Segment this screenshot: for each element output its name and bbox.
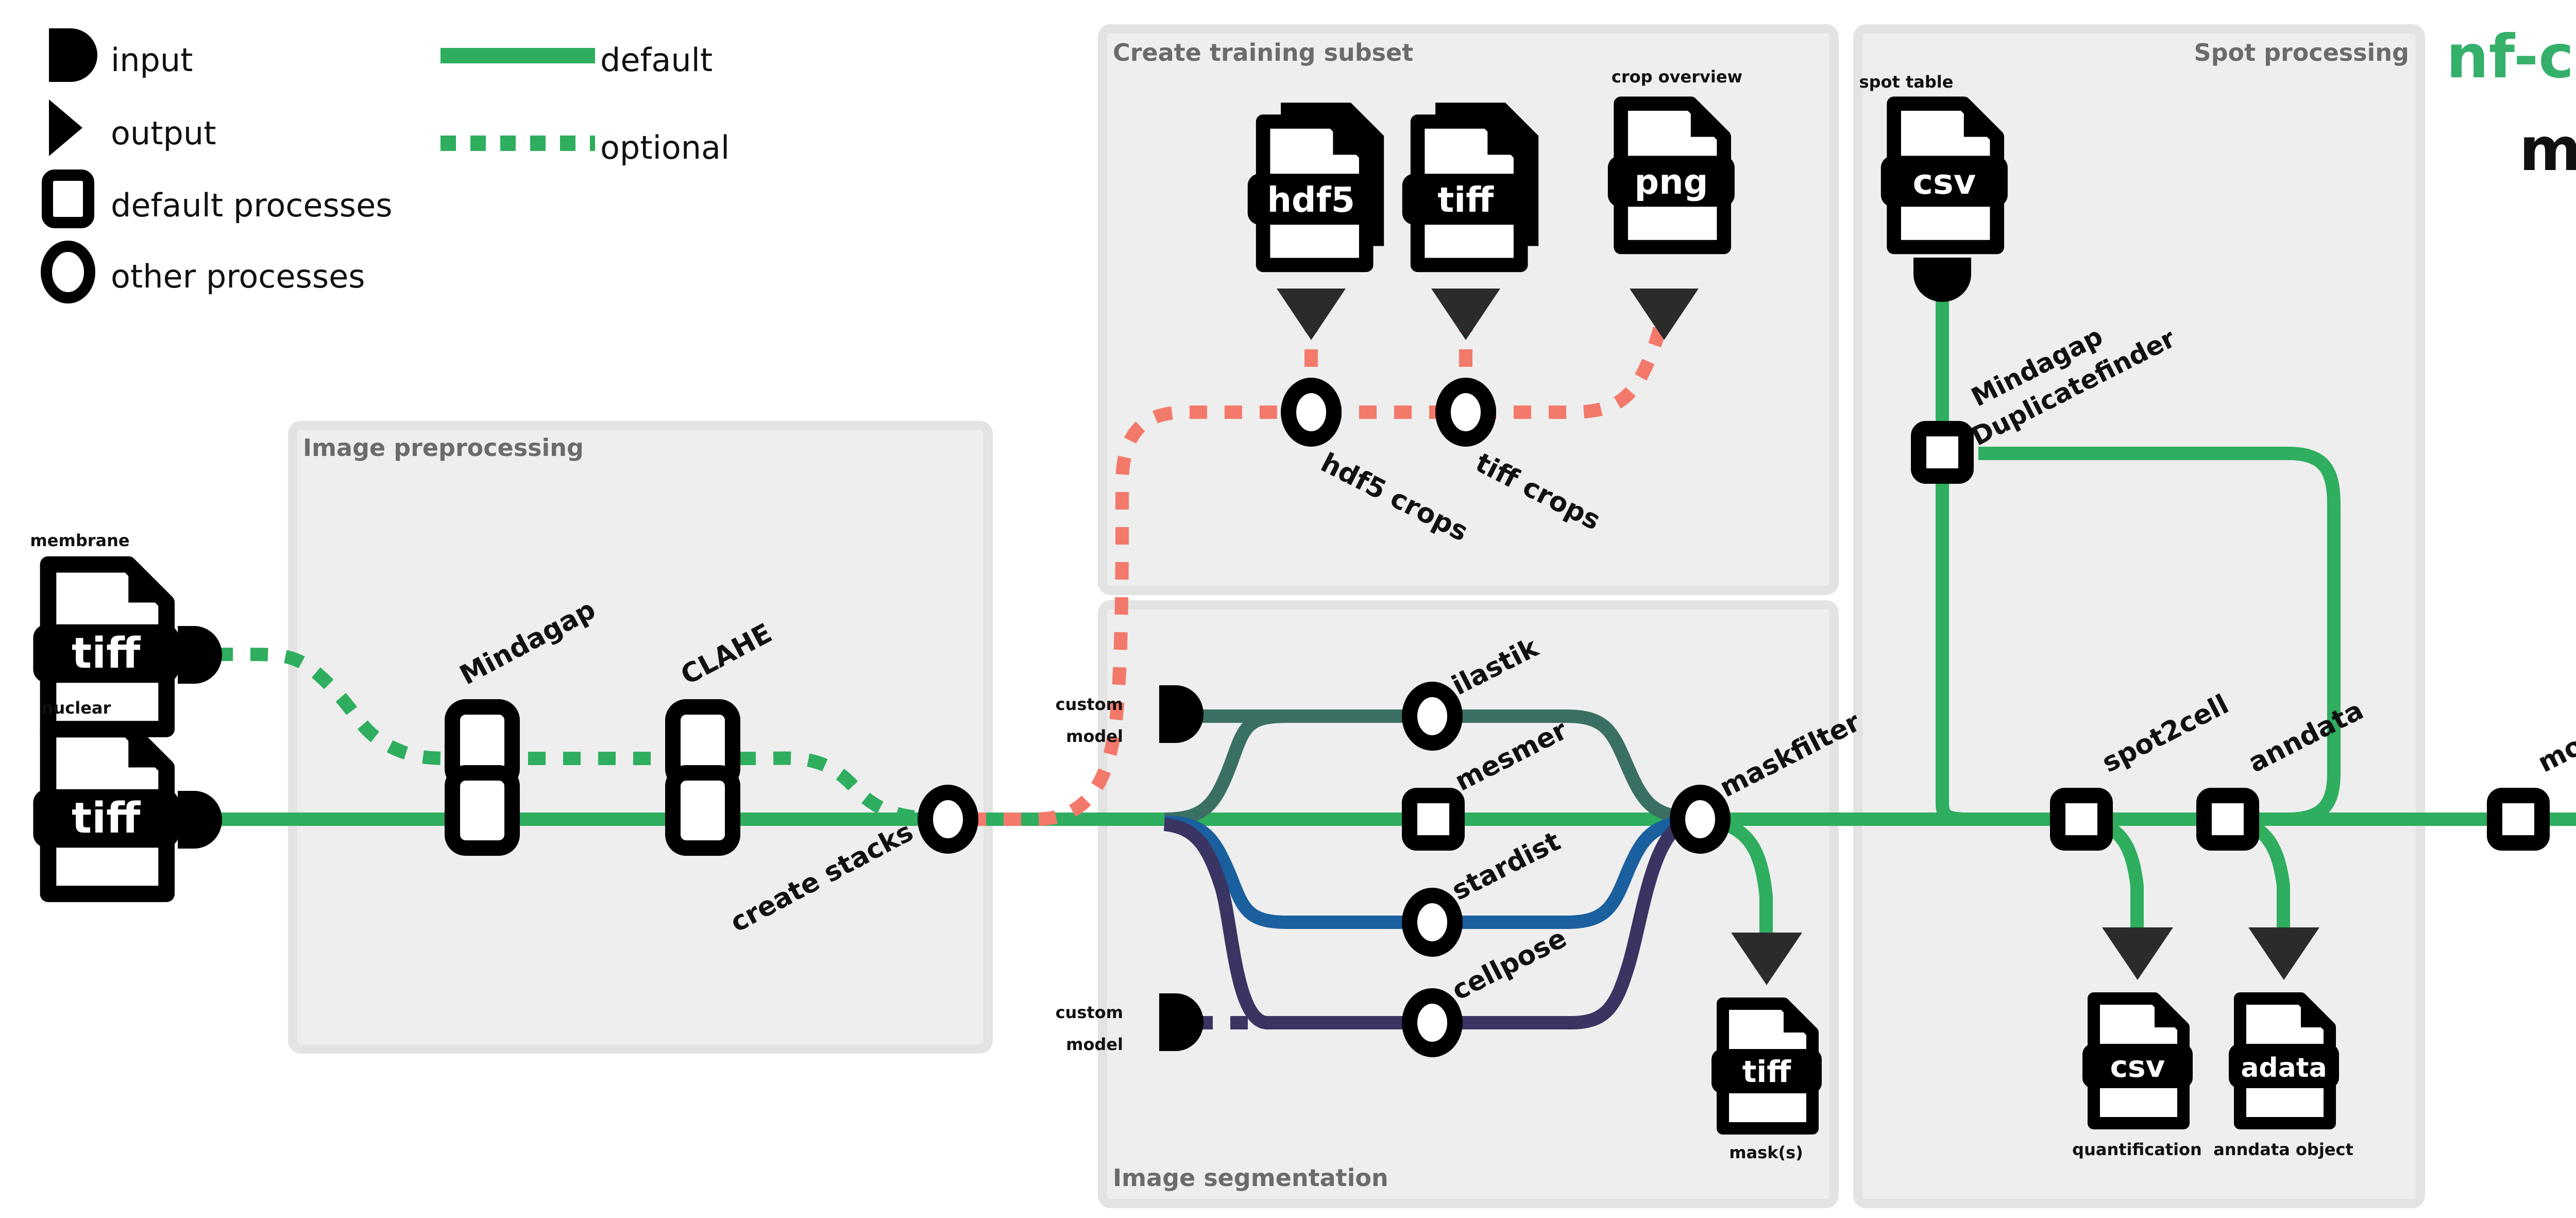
ilastik-custom-model-label-2: model [1066, 726, 1123, 746]
anndata-object-output[interactable]: adata anndata object [2213, 927, 2353, 1159]
process-node-anndata[interactable] [2196, 788, 2259, 851]
legend-label-optional: optional [600, 129, 730, 166]
process-node-hdf5-crops[interactable] [1281, 378, 1342, 447]
membrane-input-port-icon [178, 626, 222, 684]
circle-process-icon [41, 241, 95, 303]
output-arrow-icon [1731, 933, 1802, 985]
file-type-label: hdf5 [1267, 180, 1355, 220]
input-port-icon [49, 28, 97, 82]
crop-overview-png-output[interactable]: png [1607, 96, 1735, 340]
edge-duplicatefinder-to-anndata [1978, 447, 2341, 826]
output-arrow-icon [2102, 927, 2173, 980]
file-type-label: tiff [72, 794, 141, 843]
spot-table-csv-input[interactable]: csv [1880, 96, 2008, 302]
edge-maskfilter-to-masks [1723, 818, 1773, 933]
output-arrow-icon [1431, 289, 1500, 340]
edge-stardist-branch [1164, 815, 1691, 929]
crop-overview-caption: crop overview [1612, 67, 1742, 87]
process-label-molkartqc: molkartqc [2533, 682, 2576, 779]
spot-table-caption: spot table [1859, 72, 1954, 92]
logo-org-text: nf-core [2446, 22, 2576, 92]
file-type-label: adata [2241, 1053, 2327, 1084]
legend-output-row: output [49, 99, 216, 156]
output-arrow-icon [2248, 927, 2319, 980]
legend-label-default-processes: default processes [111, 187, 393, 224]
panel-title-spot-processing: Spot processing [2194, 39, 2409, 66]
process-node-mesmer[interactable] [1402, 788, 1465, 851]
tiff-crops-output[interactable]: tiff [1402, 103, 1539, 340]
legend-label-other-processes: other processes [111, 258, 365, 295]
panel-title-training-subset: Create training subset [1113, 39, 1413, 66]
output-arrow-icon [1277, 289, 1346, 340]
legend: input output default processes other pro… [41, 28, 730, 303]
process-node-spot2cell[interactable] [2050, 788, 2113, 851]
legend-other-process-row: other processes [41, 241, 365, 303]
membrane-tiff-input[interactable]: tiff [33, 556, 179, 737]
nuclear-input-port-icon [178, 791, 222, 849]
ilastik-custom-model-label-1: custom [1056, 695, 1123, 714]
file-type-label: png [1634, 162, 1708, 202]
legend-default-process-row: default processes [42, 170, 393, 228]
logo-pipeline-text: molkart [2519, 115, 2576, 184]
process-node-maskfilter[interactable] [1670, 785, 1731, 854]
file-type-label: tiff [1437, 180, 1494, 220]
file-type-label: csv [1912, 162, 1976, 202]
process-node-clahe[interactable] [665, 699, 740, 856]
quantification-output-caption: quantification [2072, 1140, 2202, 1159]
process-node-cellpose[interactable] [1402, 988, 1463, 1057]
square-process-icon [42, 170, 94, 228]
process-node-mindagap[interactable] [445, 699, 520, 856]
cellpose-custom-model-label-2: model [1066, 1035, 1123, 1054]
file-type-label: tiff [72, 629, 141, 678]
process-node-stardist[interactable] [1402, 888, 1463, 957]
output-arrow-icon [1630, 289, 1699, 340]
panel-title-segmentation: Image segmentation [1113, 1164, 1388, 1192]
membrane-input-caption: membrane [30, 531, 129, 550]
edge-ilastik-branch [1164, 709, 1691, 826]
quantification-csv-output[interactable]: csv quantification [2072, 927, 2202, 1159]
process-node-tiff-crops[interactable] [1435, 378, 1496, 447]
masks-output-caption: mask(s) [1729, 1143, 1803, 1162]
file-type-label: csv [2110, 1049, 2165, 1084]
output-arrow-icon [49, 99, 82, 156]
file-type-label: tiff [1742, 1054, 1792, 1089]
cellpose-custom-model-label-1: custom [1056, 1003, 1123, 1022]
nf-core-logo: nf-core / mk [2446, 22, 2576, 184]
hdf5-crops-output[interactable]: hdf5 [1247, 103, 1384, 340]
anndata-object-output-caption: anndata object [2213, 1140, 2353, 1159]
legend-input-row: input [49, 28, 193, 82]
ilastik-custom-model-input[interactable] [1159, 685, 1204, 743]
panel-title-preprocessing: Image preprocessing [303, 434, 584, 462]
legend-label-default: default [600, 41, 713, 79]
legend-label-input: input [111, 41, 193, 79]
edge-cellpose-branch [1163, 816, 1691, 1029]
masks-tiff-output[interactable]: tiff mask(s) [1711, 933, 1822, 1162]
legend-label-output: output [111, 114, 216, 152]
legend-optional-line-row: optional [440, 129, 730, 166]
nuclear-input-caption: nuclear [42, 698, 111, 718]
process-node-molkartqc[interactable] [2487, 788, 2550, 851]
process-node-ilastik[interactable] [1402, 682, 1463, 751]
nuclear-tiff-input[interactable]: tiff [33, 721, 179, 902]
process-node-mindagap-duplicatefinder[interactable] [1911, 421, 1974, 484]
panel-image-preprocessing: Image preprocessing [288, 421, 993, 1054]
cellpose-custom-model-input[interactable] [1159, 993, 1204, 1051]
panel-image-segmentation: Image segmentation [1098, 600, 1839, 1208]
legend-default-line-row: default [440, 41, 713, 79]
process-node-create-stacks[interactable] [918, 785, 978, 854]
